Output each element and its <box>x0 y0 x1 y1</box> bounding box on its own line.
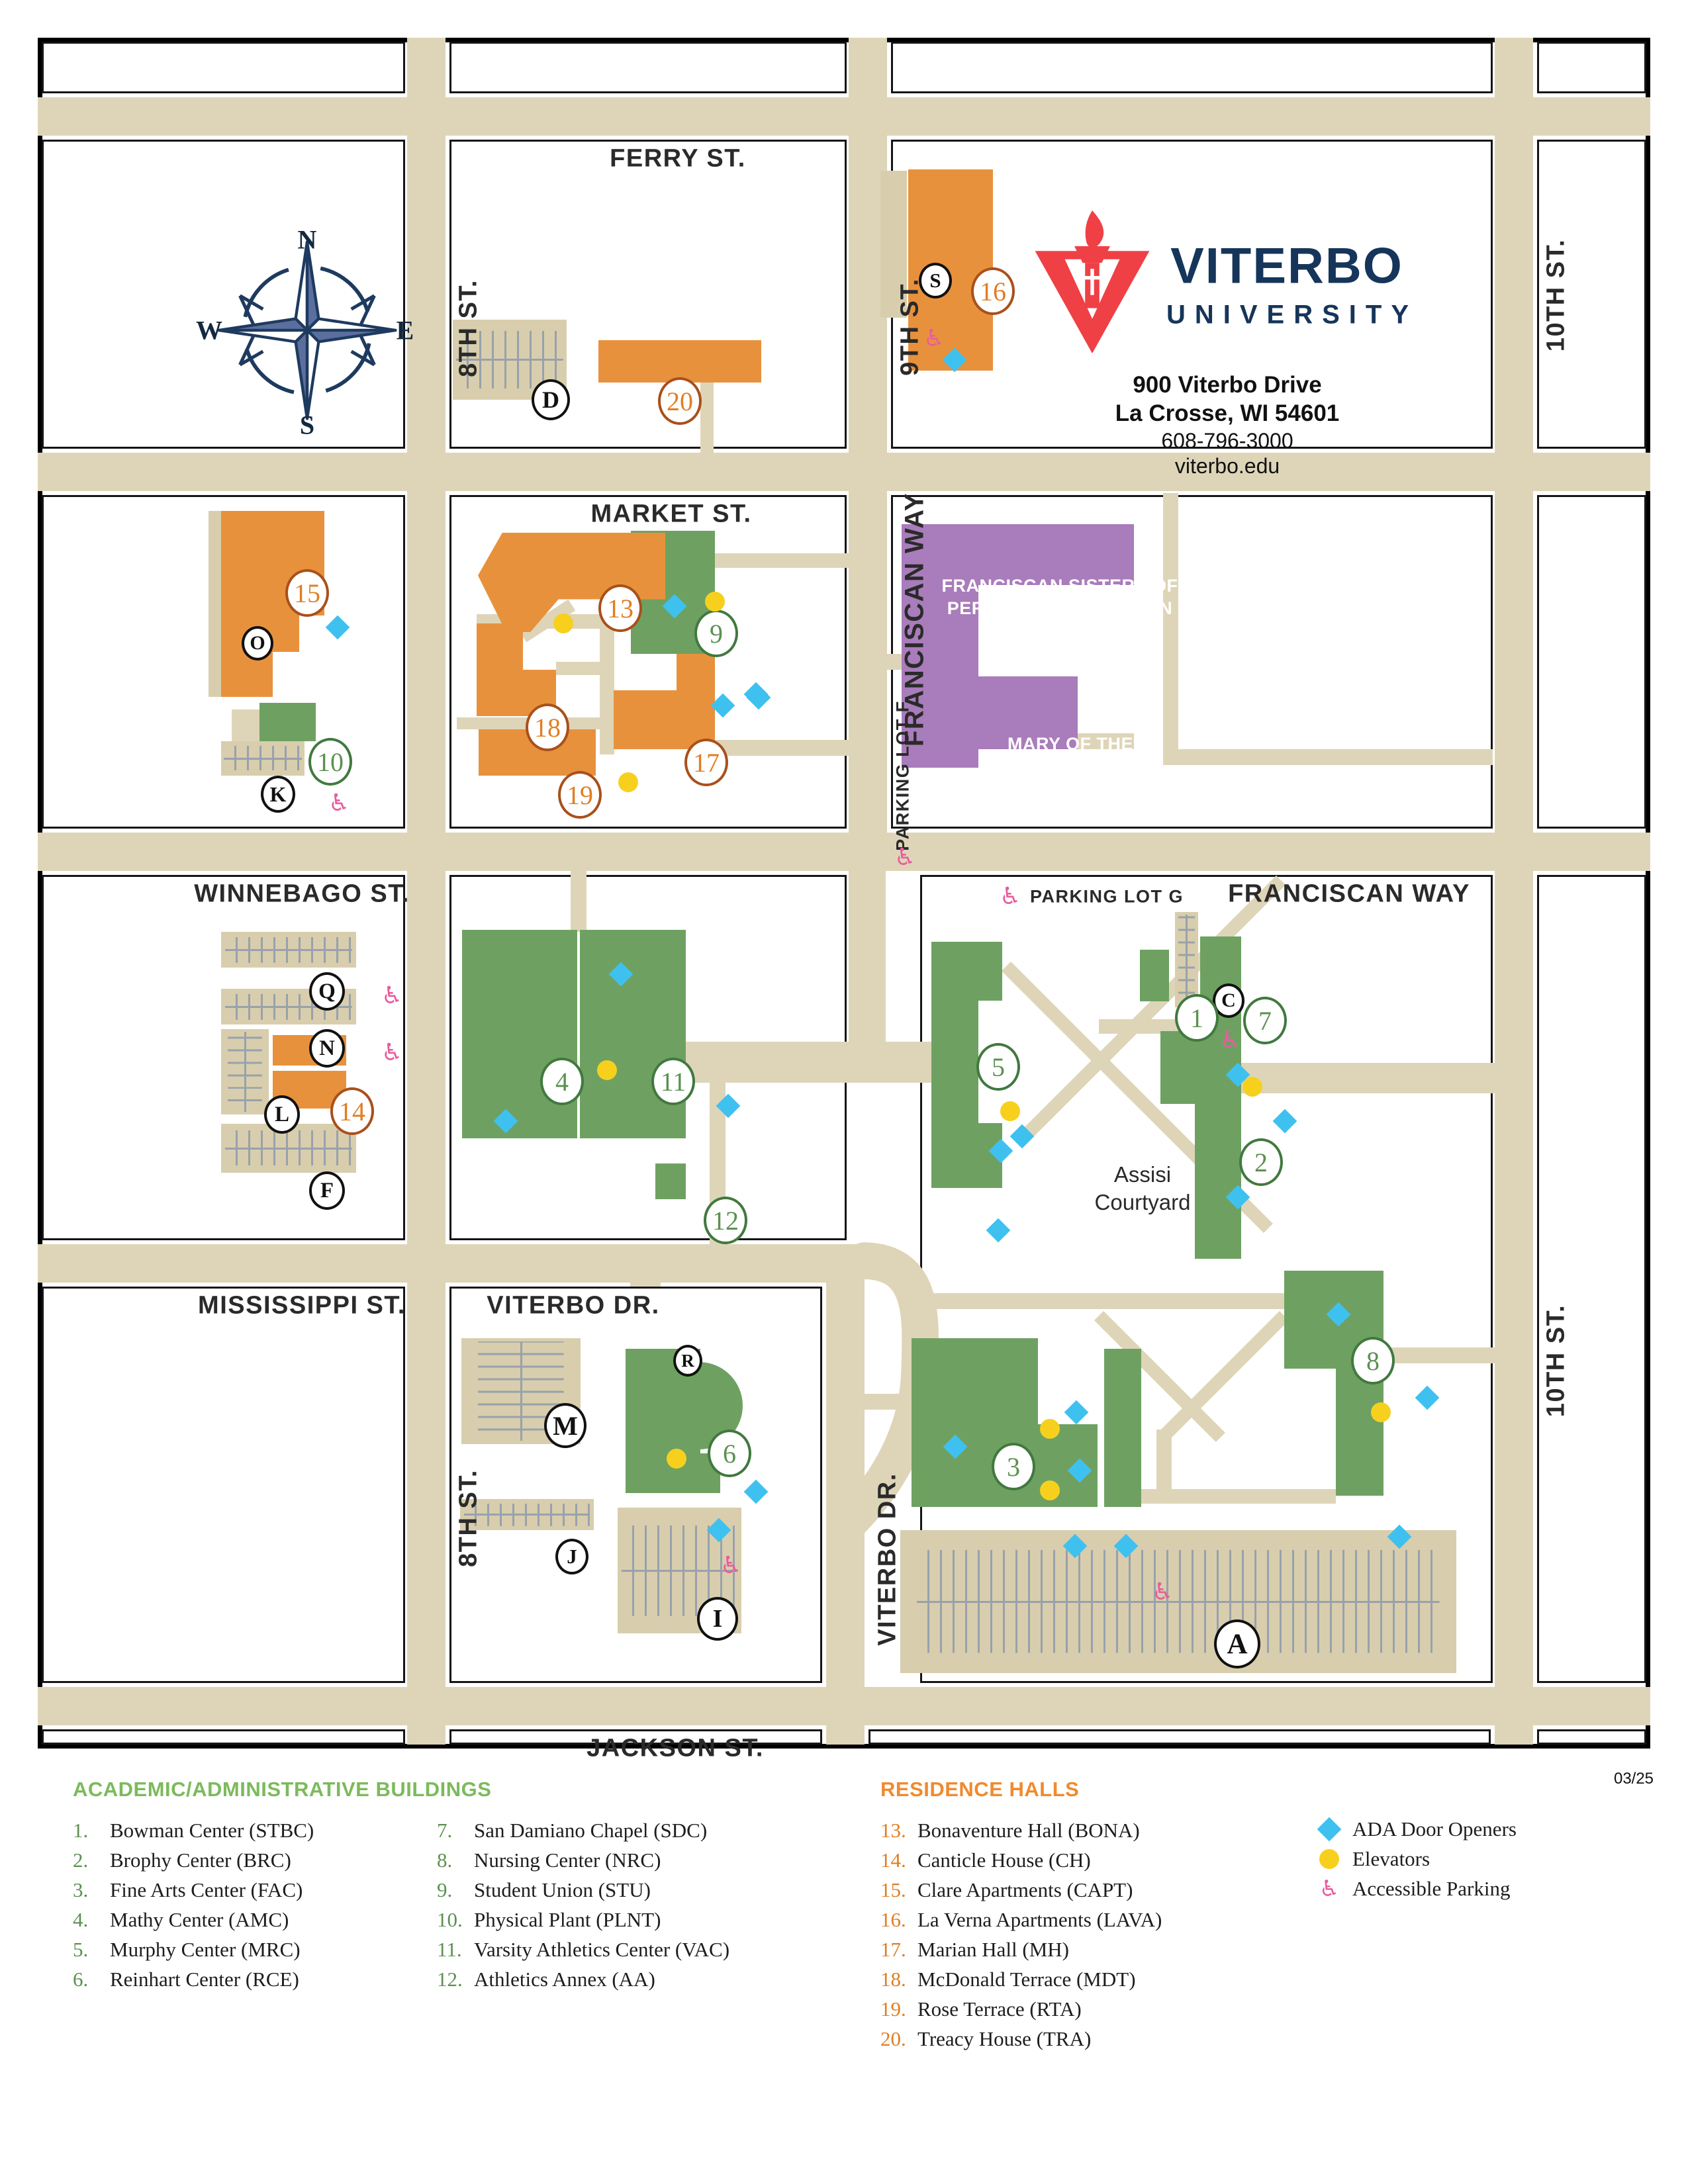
phone-number: 608-796-3000 <box>1161 429 1293 453</box>
legend-item-name: Brophy Center (BRC) <box>110 1848 291 1872</box>
compass-n-label: N <box>297 224 317 255</box>
legend-symbol-label: Elevators <box>1352 1847 1430 1870</box>
legend-item-name: Reinhart Center (RCE) <box>110 1968 299 1991</box>
legend-item-number: 6. <box>73 1968 89 1991</box>
legend-elevator-glyph <box>1319 1849 1339 1869</box>
legend-accessible-glyph: ♿ <box>1319 1876 1340 1902</box>
legend-symbol-elevator: Elevators <box>1314 1847 1430 1871</box>
legend-item-number: 3. <box>73 1878 89 1901</box>
legend-title-residence: RESIDENCE HALLS <box>880 1778 1080 1801</box>
legend-item-number: 18. <box>880 1968 906 1991</box>
compass-rose-icon <box>217 240 397 420</box>
legend-ada-glyph <box>1317 1817 1342 1842</box>
legend-item-19: 19. Rose Terrace (RTA) <box>880 1997 1082 2021</box>
legend-item-4: 4. Mathy Center (AMC) <box>73 1908 289 1932</box>
website-url: viterbo.edu <box>1174 454 1280 478</box>
legend-symbol-label: ADA Door Openers <box>1352 1817 1517 1841</box>
legend-symbol-accessible: ♿ Accessible Parking <box>1314 1877 1511 1901</box>
legend-item-name: Treacy House (TRA) <box>917 2027 1092 2050</box>
legend-item-6: 6. Reinhart Center (RCE) <box>73 1968 299 1991</box>
legend-item-14: 14. Canticle House (CH) <box>880 1848 1091 1872</box>
legend-item-name: La Verna Apartments (LAVA) <box>917 1908 1162 1931</box>
viterbo-logo-icon <box>1035 210 1150 353</box>
compass-s-label: S <box>299 410 315 440</box>
legend-item-name: Marian Hall (MH) <box>917 1938 1069 1961</box>
legend-accessible-icon: ♿ <box>1314 1878 1344 1900</box>
legend-item-name: Clare Apartments (CAPT) <box>917 1878 1133 1901</box>
legend-item-8: 8. Nursing Center (NRC) <box>437 1848 661 1872</box>
legend-title-academic: ACADEMIC/ADMINISTRATIVE BUILDINGS <box>73 1778 492 1801</box>
legend-item-number: 4. <box>73 1908 89 1931</box>
legend-ada-icon <box>1314 1817 1344 1842</box>
legend-item-number: 20. <box>880 2027 906 2050</box>
legend-item-number: 7. <box>437 1819 453 1842</box>
legend-item-name: Rose Terrace (RTA) <box>917 1997 1082 2021</box>
legend-item-15: 15. Clare Apartments (CAPT) <box>880 1878 1133 1902</box>
legend-item-13: 13. Bonaventure Hall (BONA) <box>880 1819 1140 1843</box>
legend-symbol-ada: ADA Door Openers <box>1314 1817 1517 1842</box>
legend-item-number: 17. <box>880 1938 906 1961</box>
legend-item-3: 3. Fine Arts Center (FAC) <box>73 1878 303 1902</box>
legend-item-number: 10. <box>437 1908 463 1931</box>
legend-item-1: 1. Bowman Center (STBC) <box>73 1819 314 1843</box>
legend-item-9: 9. Student Union (STU) <box>437 1878 651 1902</box>
legend-item-name: Mathy Center (AMC) <box>110 1908 289 1931</box>
logo-wordmark: VITERBO <box>1170 238 1403 295</box>
legend-item-name: Bowman Center (STBC) <box>110 1819 314 1842</box>
legend-item-name: Fine Arts Center (FAC) <box>110 1878 303 1901</box>
legend-item-11: 11. Varsity Athletics Center (VAC) <box>437 1938 729 1962</box>
legend-item-12: 12. Athletics Annex (AA) <box>437 1968 655 1991</box>
legend-item-number: 13. <box>880 1819 906 1842</box>
legend-symbol-label: Accessible Parking <box>1352 1877 1511 1900</box>
legend-item-name: Canticle House (CH) <box>917 1848 1091 1872</box>
legend-item-number: 11. <box>437 1938 462 1961</box>
address-line-1: 900 Viterbo Drive <box>1133 372 1322 398</box>
legend-item-10: 10. Physical Plant (PLNT) <box>437 1908 661 1932</box>
legend-item-number: 19. <box>880 1997 906 2021</box>
legend-item-20: 20. Treacy House (TRA) <box>880 2027 1091 2051</box>
legend-item-name: Physical Plant (PLNT) <box>474 1908 661 1931</box>
legend-elevator-icon <box>1314 1849 1344 1869</box>
legend-item-number: 1. <box>73 1819 89 1842</box>
legend-item-18: 18. McDonald Terrace (MDT) <box>880 1968 1136 1991</box>
legend-item-name: Murphy Center (MRC) <box>110 1938 301 1961</box>
legend-item-number: 16. <box>880 1908 906 1931</box>
logo-wordmark-sub: UNIVERSITY <box>1166 300 1419 330</box>
legend-item-17: 17. Marian Hall (MH) <box>880 1938 1069 1962</box>
legend-item-5: 5. Murphy Center (MRC) <box>73 1938 301 1962</box>
legend-item-7: 7. San Damiano Chapel (SDC) <box>437 1819 707 1843</box>
legend-item-name: Nursing Center (NRC) <box>474 1848 661 1872</box>
legend-item-number: 2. <box>73 1848 89 1872</box>
legend-item-name: Bonaventure Hall (BONA) <box>917 1819 1140 1842</box>
legend-item-number: 5. <box>73 1938 89 1961</box>
legend-item-name: San Damiano Chapel (SDC) <box>474 1819 708 1842</box>
legend-item-name: Student Union (STU) <box>474 1878 651 1901</box>
address-line-2: La Crosse, WI 54601 <box>1115 400 1340 426</box>
legend-item-name: Varsity Athletics Center (VAC) <box>474 1938 730 1961</box>
legend-item-name: Athletics Annex (AA) <box>474 1968 655 1991</box>
compass-w-label: W <box>196 315 222 345</box>
legend-item-number: 12. <box>437 1968 463 1991</box>
legend-item-number: 9. <box>437 1878 453 1901</box>
legend-item-name: McDonald Terrace (MDT) <box>917 1968 1136 1991</box>
legend-item-number: 15. <box>880 1878 906 1901</box>
revision-date: 03/25 <box>1613 1770 1654 1788</box>
legend-item-number: 14. <box>880 1848 906 1872</box>
legend-item-2: 2. Brophy Center (BRC) <box>73 1848 291 1872</box>
compass-e-label: E <box>396 315 414 345</box>
legend-item-16: 16. La Verna Apartments (LAVA) <box>880 1908 1162 1932</box>
legend-item-number: 8. <box>437 1848 453 1872</box>
